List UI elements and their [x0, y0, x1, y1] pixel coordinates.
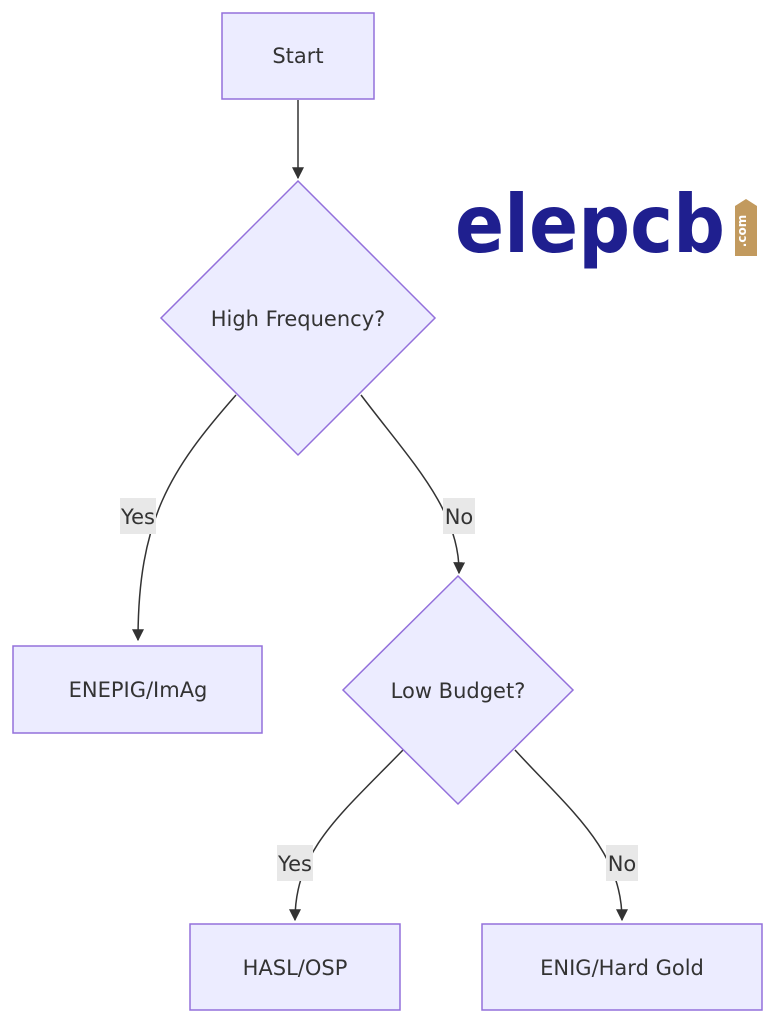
edge-high-frequency-no: [360, 394, 466, 575]
edge-label-hf-no: No: [443, 498, 475, 534]
node-enepig: ENEPIG/ImAg: [12, 645, 263, 734]
edge-label-hf-no-text: No: [445, 505, 474, 529]
logo-main-text: elepcb: [455, 178, 725, 271]
node-start-label: Start: [272, 44, 323, 68]
edge-low-budget-no: [514, 749, 628, 922]
node-high-frequency-label: High Frequency?: [211, 307, 386, 331]
node-low-budget-label: Low Budget?: [391, 679, 526, 703]
edge-label-hf-yes-text: Yes: [120, 505, 155, 529]
logo-tag-shape: [735, 199, 757, 256]
edge-label-lb-no-text: No: [608, 852, 637, 876]
node-hasl-label: HASL/OSP: [243, 956, 348, 980]
node-enig-label: ENIG/Hard Gold: [540, 956, 704, 980]
node-high-frequency: High Frequency?: [159, 179, 437, 457]
node-hasl: HASL/OSP: [189, 923, 401, 1011]
node-start: Start: [221, 12, 375, 100]
edge-high-frequency-yes: [132, 394, 237, 642]
elepcb-logo: elepcb .com: [455, 178, 757, 271]
edge-label-hf-yes: Yes: [120, 498, 156, 534]
edge-label-lb-no: No: [606, 845, 638, 881]
node-enepig-label: ENEPIG/ImAg: [69, 678, 208, 702]
edge-label-lb-yes: Yes: [277, 845, 313, 881]
edge-label-lb-yes-text: Yes: [277, 852, 312, 876]
logo-suffix-text: .com: [735, 215, 749, 247]
node-enig: ENIG/Hard Gold: [481, 923, 763, 1011]
node-low-budget: Low Budget?: [341, 574, 575, 806]
edge-low-budget-yes: [289, 749, 404, 922]
